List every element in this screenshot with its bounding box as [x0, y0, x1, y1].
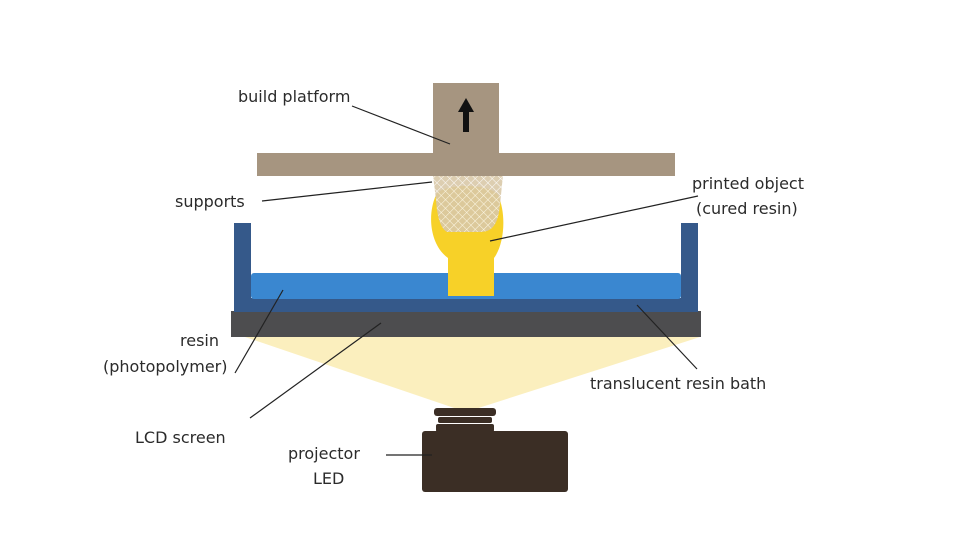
build-platform: [257, 83, 675, 176]
printed-object: [431, 175, 504, 296]
resin-bath: [234, 223, 698, 312]
lcd-screen: [231, 311, 701, 337]
projector-led: [422, 408, 568, 492]
leader-lines: [234, 105, 699, 456]
label-resin: resin: [180, 331, 219, 350]
label-cured-resin: (cured resin): [696, 199, 798, 218]
label-led: LED: [313, 469, 344, 488]
label-printed-object: printed object: [692, 174, 804, 193]
label-projector: projector: [288, 444, 360, 463]
label-lcd-screen: LCD screen: [135, 428, 226, 447]
supports: [433, 175, 503, 232]
label-resin-bath: translucent resin bath: [590, 374, 766, 393]
label-supports: supports: [175, 192, 245, 211]
light-cone: [245, 337, 700, 412]
label-build-platform: build platform: [238, 87, 350, 106]
arrow-up-icon: [458, 98, 474, 132]
label-photopolymer: (photopolymer): [103, 357, 228, 376]
